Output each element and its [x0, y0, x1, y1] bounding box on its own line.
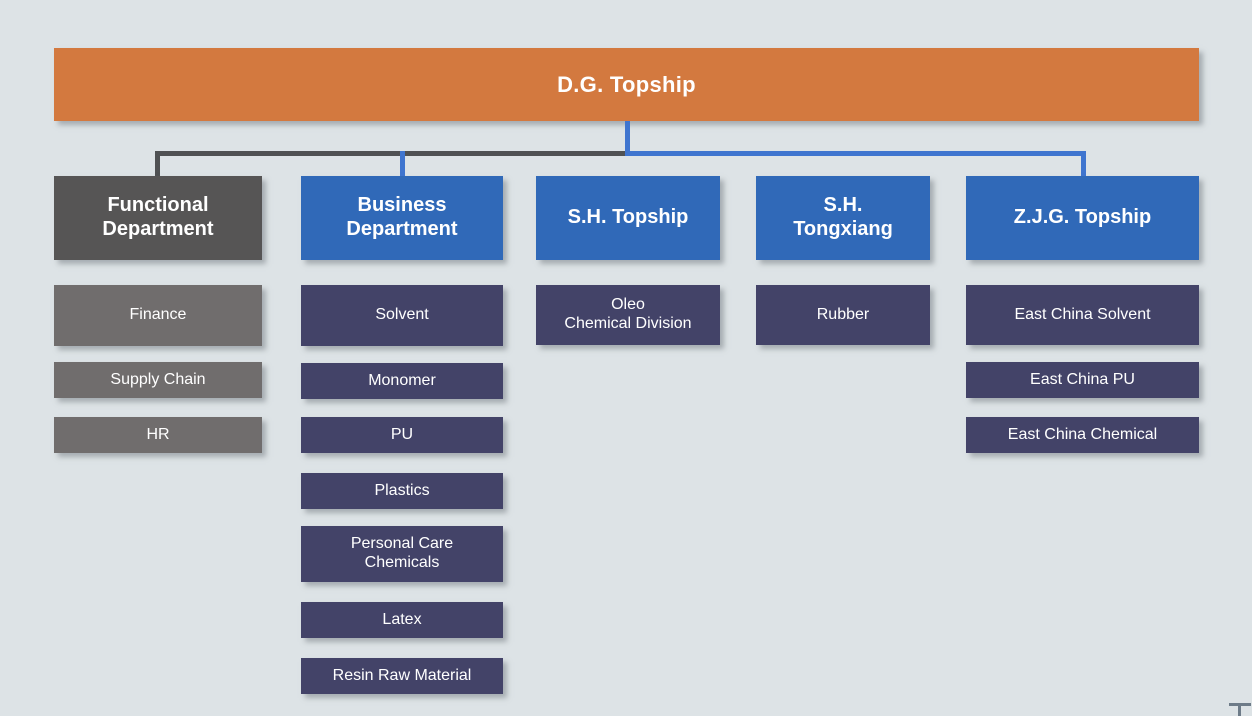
node-sh-tongxiang[interactable]: S.H. Tongxiang	[756, 176, 930, 260]
corner-marker-icon	[1229, 703, 1251, 716]
node-plastics[interactable]: Plastics	[301, 473, 503, 509]
node-pu[interactable]: PU	[301, 417, 503, 453]
node-hr[interactable]: HR	[54, 417, 262, 453]
node-east-china-pu[interactable]: East China PU	[966, 362, 1199, 398]
node-supply-chain[interactable]: Supply Chain	[54, 362, 262, 398]
node-resin-raw-material[interactable]: Resin Raw Material	[301, 658, 503, 694]
node-east-china-solvent[interactable]: East China Solvent	[966, 285, 1199, 345]
node-business-department[interactable]: Business Department	[301, 176, 503, 260]
node-functional-department[interactable]: Functional Department	[54, 176, 262, 260]
node-monomer[interactable]: Monomer	[301, 363, 503, 399]
node-solvent[interactable]: Solvent	[301, 285, 503, 346]
connector-bus-blue	[625, 151, 1086, 156]
node-sh-topship[interactable]: S.H. Topship	[536, 176, 720, 260]
connector-bus-gray	[155, 151, 628, 156]
connector-drop-functional	[155, 151, 160, 177]
connector-root-stem	[625, 121, 630, 155]
node-zjg-topship[interactable]: Z.J.G. Topship	[966, 176, 1199, 260]
node-east-china-chemical[interactable]: East China Chemical	[966, 417, 1199, 453]
node-rubber[interactable]: Rubber	[756, 285, 930, 345]
node-oleo-chemical-division[interactable]: Oleo Chemical Division	[536, 285, 720, 345]
connector-drop-business	[400, 151, 405, 177]
node-latex[interactable]: Latex	[301, 602, 503, 638]
connector-drop-zjg	[1081, 151, 1086, 177]
node-finance[interactable]: Finance	[54, 285, 262, 346]
node-personal-care-chemicals[interactable]: Personal Care Chemicals	[301, 526, 503, 582]
node-root-dg-topship[interactable]: D.G. Topship	[54, 48, 1199, 121]
